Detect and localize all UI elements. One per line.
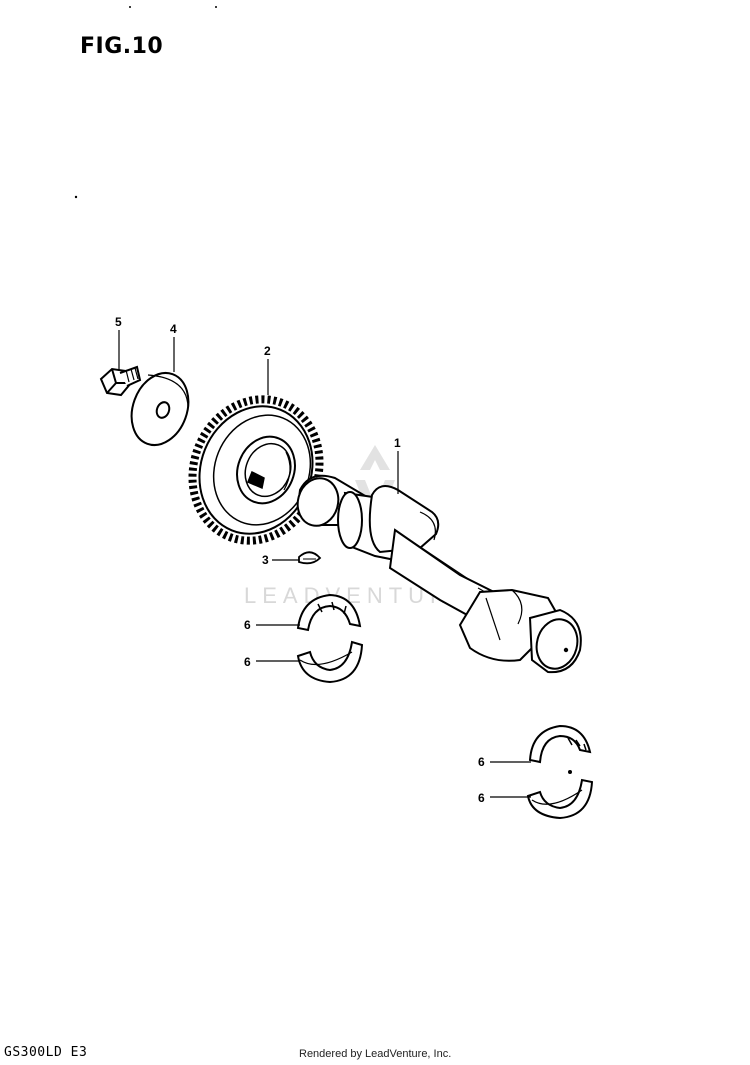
callout-label: 6: [244, 618, 251, 632]
callout-label: 1: [394, 436, 401, 450]
callout-label: 5: [115, 315, 122, 329]
render-credit: Rendered by LeadVenture, Inc.: [299, 1048, 452, 1060]
bearing-part: [296, 640, 364, 684]
bolt-part: [99, 365, 142, 397]
key-part: [298, 551, 322, 565]
callout-label: 6: [244, 655, 251, 669]
model-code: GS300LD E3: [4, 1045, 88, 1060]
leader-lines: [118, 330, 531, 798]
gear-part: [188, 395, 324, 545]
callout-label: 2: [264, 344, 271, 358]
bearing-part: [528, 724, 592, 764]
stray-dot: [129, 6, 131, 8]
callout-label: 6: [478, 755, 485, 769]
stray-dot: [74, 195, 78, 199]
callout-label: 6: [478, 791, 485, 805]
stray-dot: [215, 6, 217, 8]
figure-title: FIG.10: [80, 34, 164, 59]
bearing-part: [296, 593, 362, 632]
balancer-shaft-part: [296, 474, 582, 674]
bearing-part: [526, 770, 594, 820]
washer-part: [130, 372, 190, 446]
callout-label: 4: [170, 322, 177, 336]
callout-label: 3: [262, 553, 269, 567]
